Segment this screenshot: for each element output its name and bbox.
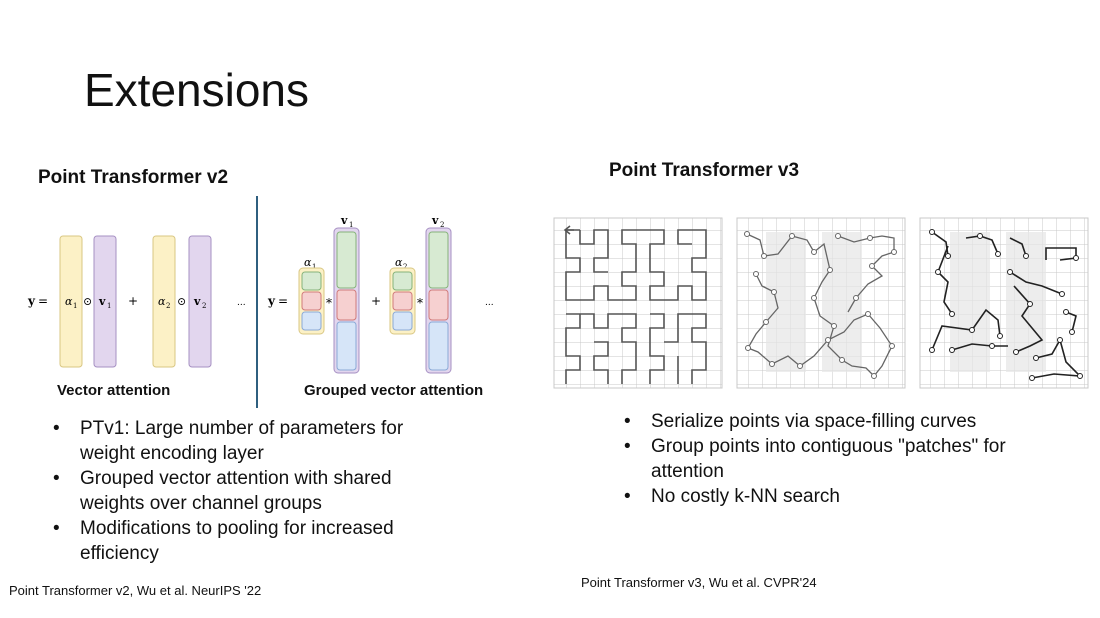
va-equation: y = bbox=[27, 294, 48, 308]
curve-panel-grid bbox=[553, 217, 723, 389]
gva-v1-label: v bbox=[340, 214, 348, 227]
gva-v2-green bbox=[428, 231, 449, 289]
ptv3-bullet-3: No costly k-NN search bbox=[624, 484, 1044, 509]
ptv3-bullet-1: Serialize points via space-filling curve… bbox=[624, 409, 1044, 434]
gva-v1-green bbox=[336, 231, 357, 289]
gva-plus: + bbox=[371, 294, 381, 308]
gva-alpha2-sub: 2 bbox=[403, 263, 407, 271]
gva-equals: = bbox=[278, 294, 288, 308]
ptv3-bullet-2: Group points into contiguous "patches" f… bbox=[624, 434, 1044, 484]
va-odot-2: ⊙ bbox=[177, 295, 186, 308]
gva-v2-label: v bbox=[431, 214, 439, 227]
points-panel-grid bbox=[736, 217, 906, 389]
points-panel-nodes bbox=[744, 231, 897, 379]
gva-y-symbol: y bbox=[267, 294, 276, 308]
ptv3-heading: Point Transformer v3 bbox=[609, 160, 800, 181]
serialization-figure bbox=[553, 217, 1089, 389]
figure-divider bbox=[256, 196, 258, 408]
slide-title: Extensions bbox=[84, 64, 310, 116]
va-alpha1-label: α bbox=[65, 295, 73, 308]
points-panel-shade-1 bbox=[766, 232, 806, 372]
va-ellipsis: ... bbox=[237, 298, 246, 308]
gva-v1-red bbox=[336, 289, 357, 321]
ptv2-bullet-1: PTv1: Large number of parameters for wei… bbox=[53, 416, 453, 466]
va-v2-bar bbox=[188, 235, 212, 368]
va-plus: + bbox=[128, 294, 138, 308]
gva-alpha1-label: α bbox=[304, 256, 312, 269]
va-alpha2-label: α bbox=[158, 295, 166, 308]
ptv2-citation: Point Transformer v2, Wu et al. NeurIPS … bbox=[9, 583, 262, 598]
va-v2-label: v bbox=[193, 295, 201, 308]
space-filling-curve bbox=[565, 229, 707, 384]
va-v1-bar bbox=[93, 235, 117, 368]
gva-v2-red bbox=[428, 289, 449, 321]
gva-alpha2-green bbox=[392, 271, 413, 291]
gva-v1-blue bbox=[336, 321, 357, 371]
patch-panel-shade-1 bbox=[950, 232, 990, 372]
grouped-vector-attention-figure: y = α 1 * v 1 + α 2 * v 2 ... bbox=[267, 214, 494, 374]
ptv2-heading: Point Transformer v2 bbox=[38, 167, 229, 188]
va-alpha1-sub: 1 bbox=[73, 302, 77, 310]
curve-start-arrow-icon bbox=[563, 225, 574, 235]
gva-alpha1-sub: 1 bbox=[312, 263, 316, 271]
patch-grouping-panel bbox=[919, 217, 1089, 389]
ptv2-bullet-2: Grouped vector attention with shared wei… bbox=[53, 466, 453, 516]
ptv2-bullet-3: Modifications to pooling for increased e… bbox=[53, 516, 453, 566]
vector-attention-caption: Vector attention bbox=[57, 382, 171, 399]
va-v2-sub: 2 bbox=[202, 302, 206, 310]
patch-segments bbox=[931, 231, 1083, 379]
gva-star-2: * bbox=[417, 296, 423, 310]
gva-alpha1-blue bbox=[301, 311, 322, 331]
ptv3-citation: Point Transformer v3, Wu et al. CVPR'24 bbox=[581, 575, 817, 590]
grouped-vector-attention-caption: Grouped vector attention bbox=[304, 382, 484, 399]
gva-alpha2-red bbox=[392, 291, 413, 311]
gva-ellipsis: ... bbox=[485, 298, 494, 308]
gva-alpha1-red bbox=[301, 291, 322, 311]
gva-alpha1-green bbox=[301, 271, 322, 291]
points-panel-shade-2 bbox=[822, 232, 862, 372]
va-v1-label: v bbox=[98, 295, 106, 308]
va-alpha2-sub: 2 bbox=[166, 302, 170, 310]
gva-alpha2-label: α bbox=[395, 256, 403, 269]
ptv3-bullet-list: Serialize points via space-filling curve… bbox=[624, 409, 1044, 509]
vector-attention-figure: y = α 1 ⊙ v 1 + α 2 ⊙ v 2 ... bbox=[27, 235, 246, 368]
va-y-symbol: y bbox=[27, 294, 36, 308]
gva-v2-blue bbox=[428, 321, 449, 371]
va-v1-sub: 1 bbox=[107, 302, 111, 310]
gva-star-1: * bbox=[326, 296, 332, 310]
gva-v2-sub: 2 bbox=[440, 221, 444, 229]
patch-panel-nodes bbox=[929, 229, 1083, 381]
gva-v1-sub: 1 bbox=[349, 221, 353, 229]
va-alpha1-bar bbox=[59, 235, 83, 368]
serialized-points-panel bbox=[736, 217, 906, 389]
ptv2-bullet-list: PTv1: Large number of parameters for wei… bbox=[53, 416, 453, 566]
gva-alpha2-blue bbox=[392, 311, 413, 331]
curve-panel bbox=[553, 217, 723, 389]
va-odot-1: ⊙ bbox=[83, 295, 92, 308]
va-equals: = bbox=[38, 294, 48, 308]
va-alpha2-bar bbox=[152, 235, 176, 368]
